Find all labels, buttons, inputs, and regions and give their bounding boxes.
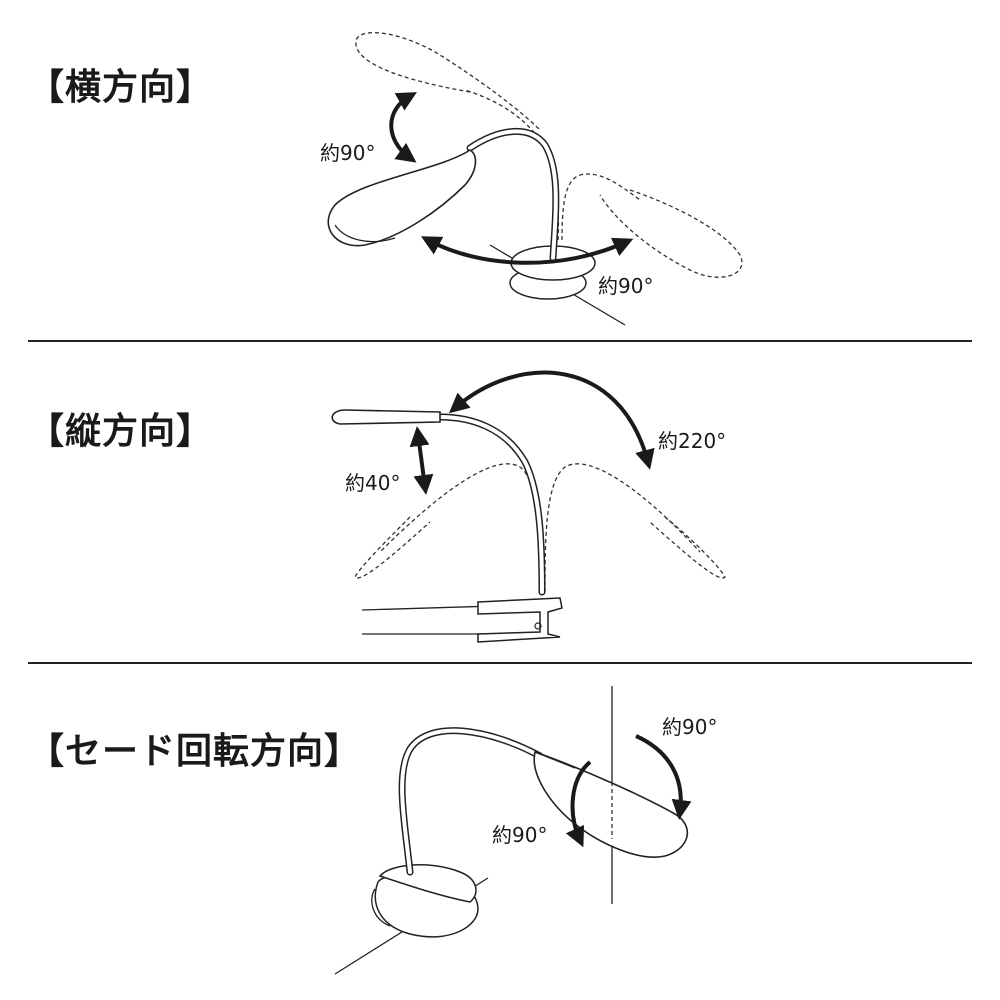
clamp-jaw (371, 888, 391, 927)
inner-rotation-arrow (565, 760, 592, 848)
ghost-arm-left (464, 89, 560, 241)
ghost-arm-right (544, 463, 701, 593)
ghost-arm-right (561, 173, 641, 241)
lamp-head-neck (534, 751, 576, 769)
head-angle-label: 約40° (345, 471, 400, 495)
lamp-head-rim (334, 224, 396, 243)
ghost-head-left (355, 32, 541, 131)
head-rotation-arrow (389, 92, 417, 163)
ghost-head-right (599, 189, 743, 278)
horizontal-rotation-diagram: 約90° 約90° (320, 32, 743, 326)
shade-rotation-diagram: 約90° 約90° (334, 686, 717, 975)
section-title-shade-rotation: 【セード回転方向】 (28, 731, 362, 772)
vertical-rotation-diagram: 約40° 約220° (331, 370, 726, 643)
ghost-head-right (649, 516, 726, 579)
clamp-screw (534, 622, 542, 630)
section-title-horizontal: 【横方向】 (28, 67, 214, 108)
section-vertical: 【縦方向】 約40° 約220° (0, 342, 1000, 664)
divider-2 (28, 662, 972, 664)
flex-arm-inner (438, 415, 544, 594)
ghost-head-left (354, 516, 431, 579)
lamp-head (327, 149, 477, 247)
lamp-head (533, 750, 689, 858)
section-horizontal: 【横方向】 約90° 約90° (0, 0, 1000, 342)
outer-angle-label: 約90° (662, 715, 717, 739)
head-angle-label: 約90° (320, 141, 375, 165)
clamp-body (477, 597, 563, 643)
flex-arm (436, 413, 546, 596)
divider-1 (28, 340, 972, 342)
arm-angle-label: 約220° (658, 429, 726, 453)
outer-rotation-arrow (635, 734, 692, 820)
head-tilt-arrow (409, 426, 434, 495)
flex-arm-inner (400, 728, 542, 874)
section-title-vertical: 【縦方向】 (28, 411, 214, 452)
flex-arm (398, 727, 544, 876)
section-shade-rotation: 【セード回転方向】 約90° 約90° (0, 664, 1000, 1000)
base-angle-label: 約90° (598, 274, 653, 298)
flex-arm-inner (468, 129, 558, 260)
ghost-arm-left (379, 463, 541, 593)
flex-arm (466, 128, 560, 262)
base-rotation-arrow (420, 236, 634, 265)
inner-angle-label: 約90° (492, 823, 547, 847)
arm-swing-arrow (448, 370, 655, 470)
lamp-head (331, 409, 441, 425)
